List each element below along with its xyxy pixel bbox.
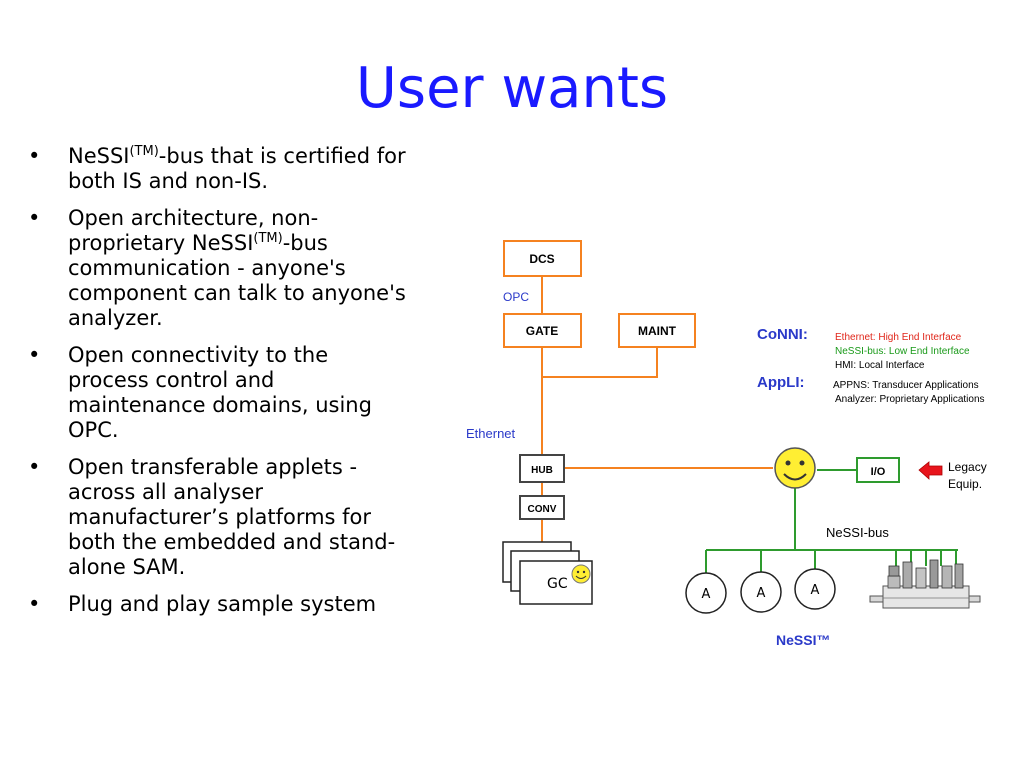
analyzer-node: A (740, 571, 782, 613)
gate-box: GATE (503, 313, 582, 348)
appli-title: AppLI: (757, 374, 804, 391)
bullet-item: • Open connectivity to the process contr… (28, 343, 408, 443)
bullet-text: Open architecture, non-proprietary NeSSI (68, 206, 319, 255)
maint-label: MAINT (638, 324, 677, 338)
nessi-manifold-icon (869, 559, 981, 609)
analyzer-label: A (811, 583, 820, 598)
conni-title: CoNNI: (757, 326, 808, 343)
io-box: I/O (856, 457, 900, 483)
bullet-item: • Plug and play sample system (28, 592, 408, 617)
analyzer-node: A (685, 572, 727, 614)
bullet-item: • Open transferable applets - across all… (28, 455, 408, 580)
appli-line-appns: APPNS: Transducer Applications (833, 380, 979, 391)
smiley-face-icon (774, 447, 816, 489)
conv-box: CONV (519, 495, 565, 520)
bullet-dot: • (28, 144, 41, 168)
gc-label: GC (547, 576, 568, 592)
conni-line-ethernet: Ethernet: High End Interface (835, 332, 962, 343)
nessi-bus-label: NeSSI-bus (826, 525, 889, 540)
ethernet-label: Ethernet (466, 426, 516, 441)
conni-line-nessi-bus: NeSSI-bus: Low End Interface (835, 346, 970, 357)
nessi-bus-lines (705, 469, 958, 576)
bullet-dot: • (28, 592, 41, 616)
nessi-tm-label: NeSSI™ (776, 632, 830, 648)
bullet-text: Plug and play sample system (68, 592, 377, 616)
conni-legend: CoNNI: Ethernet: High End Interface NeSS… (757, 326, 970, 371)
ethernet-lines (541, 276, 773, 542)
conv-label: CONV (528, 504, 557, 515)
opc-label: OPC (503, 290, 529, 304)
bullet-dot: • (28, 455, 41, 479)
hub-label: HUB (531, 465, 553, 476)
bullet-superscript: (TM) (253, 231, 283, 246)
appli-legend: AppLI: APPNS: Transducer Applications An… (757, 374, 985, 405)
bullet-text: Open connectivity to the process control… (68, 343, 372, 442)
analyzer-node: A (794, 568, 836, 610)
legacy-label-line1: Legacy (948, 460, 987, 474)
dcs-box: DCS (503, 240, 582, 277)
slide-title: User wants (355, 56, 669, 121)
conni-line-hmi: HMI: Local Interface (835, 360, 925, 371)
legacy-label-line2: Equip. (948, 477, 982, 491)
bullet-text: NeSSI (68, 144, 130, 168)
maint-line (542, 347, 658, 378)
bullet-text-tail: -bus communication - anyone's component … (68, 231, 406, 330)
maint-box: MAINT (618, 313, 696, 348)
analyzer-label: A (757, 586, 766, 601)
io-label: I/O (871, 466, 886, 478)
left-arrow-icon (918, 461, 943, 480)
dcs-label: DCS (529, 252, 554, 266)
smiley-face-icon (571, 564, 591, 584)
bullet-item: • NeSSI(TM)-bus that is certified for bo… (28, 144, 408, 194)
gate-label: GATE (526, 324, 558, 338)
analyzer-label: A (702, 587, 711, 602)
bullet-superscript: (TM) (129, 144, 159, 159)
bullet-item: • Open architecture, non-proprietary NeS… (28, 206, 408, 331)
bullet-list: • NeSSI(TM)-bus that is certified for bo… (28, 144, 408, 629)
bullet-dot: • (28, 343, 41, 367)
gc-analyzer-stack: GC (502, 541, 593, 605)
hub-box: HUB (519, 454, 565, 483)
bullet-dot: • (28, 206, 41, 230)
bullet-text-tail: -bus that is certified for both IS and n… (68, 144, 406, 193)
bullet-text: Open transferable applets - across all a… (68, 455, 396, 579)
appli-line-analyzer: Analyzer: Proprietary Applications (835, 394, 985, 405)
